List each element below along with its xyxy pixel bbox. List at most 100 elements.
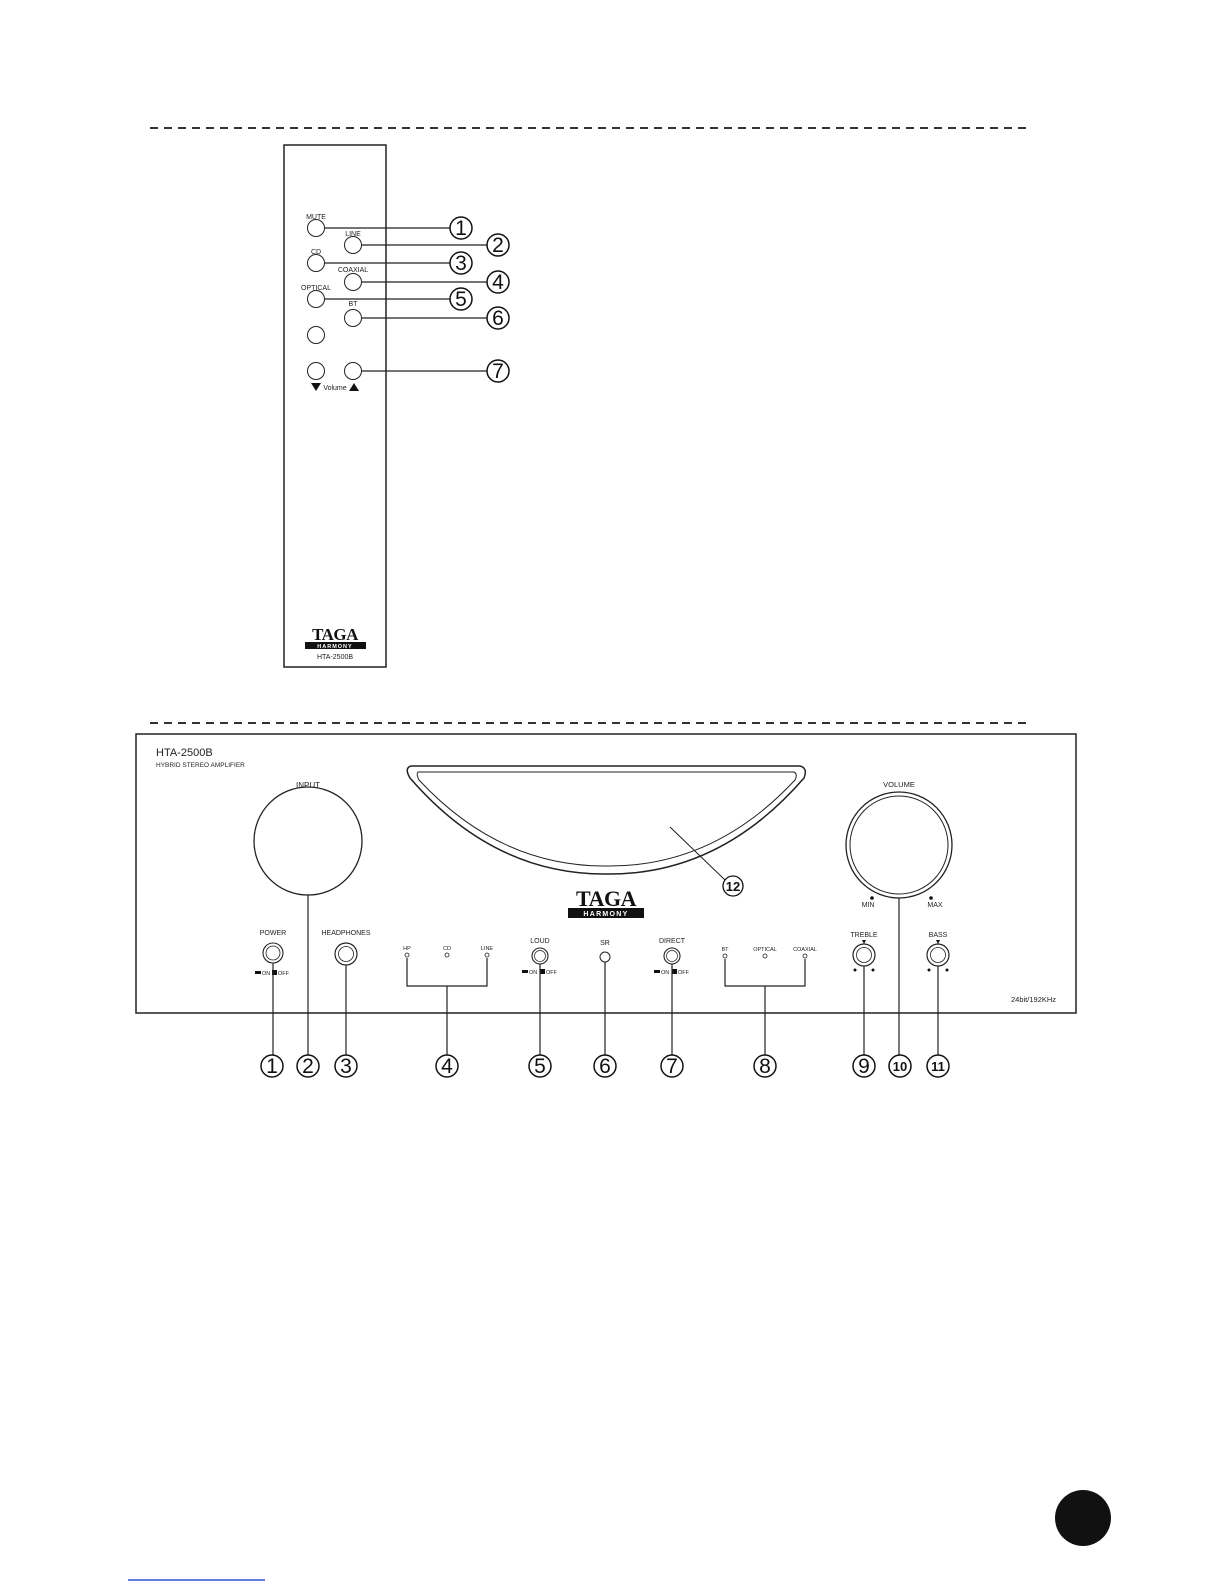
amp-callout-4: 4 <box>436 1055 458 1078</box>
volume-knob-label: VOLUME <box>883 780 915 789</box>
amp-callout-1: 1 <box>261 1055 283 1078</box>
remote-callout-7: 7 <box>487 360 509 383</box>
amp-callout-3: 3 <box>335 1055 357 1078</box>
remote-bt-button[interactable] <box>345 310 362 327</box>
bt-led-label: BT <box>721 947 729 953</box>
remote-unlabeled-button[interactable] <box>308 327 325 344</box>
remote-cd-button[interactable] <box>308 255 325 272</box>
treble-label: TREBLE <box>850 932 878 939</box>
bt-led <box>723 954 727 958</box>
optical-led-label: OPTICAL <box>753 947 777 953</box>
remote-callout-2: 2 <box>487 234 509 257</box>
amp-callout-11-text: 11 <box>931 1059 945 1074</box>
spec-label: 24bit/192KHz <box>1011 995 1056 1004</box>
remote-callout-4: 4 <box>487 271 509 294</box>
amp-callout-8-text: 8 <box>759 1055 771 1078</box>
remote-callout-2-text: 2 <box>492 234 504 257</box>
amp-callout-9: 9 <box>853 1055 875 1078</box>
display-callout-12: 12 <box>723 876 743 896</box>
amp-callout-8: 8 <box>754 1055 776 1078</box>
remote-bt-label: BT <box>349 301 359 308</box>
direct-on-icon <box>654 970 660 973</box>
loud-off-label: OFF <box>546 970 558 976</box>
bass-label: BASS <box>929 932 948 939</box>
amplifier-subtitle: HYBRID STEREO AMPLIFIER <box>156 762 245 769</box>
amplifier-taga-logo: TAGA HARMONY <box>568 886 644 918</box>
optical-led <box>763 954 767 958</box>
amplifier-front-panel: HTA-2500B HYBRID STEREO AMPLIFIER INPUT … <box>136 734 1076 1078</box>
coaxial-led <box>803 954 807 958</box>
loud-label: LOUD <box>530 938 549 945</box>
direct-label: DIRECT <box>659 938 686 945</box>
remote-volume-down-button[interactable] <box>308 363 325 380</box>
loud-off-icon <box>540 969 545 974</box>
max-dot <box>929 896 933 900</box>
remote-callout-4-text: 4 <box>492 271 504 294</box>
treble-plus-dot <box>872 969 875 972</box>
amp-callout-4-text: 4 <box>441 1055 453 1078</box>
amp-callout-6-text: 6 <box>599 1055 611 1078</box>
input-knob[interactable] <box>254 787 362 895</box>
bass-minus-dot <box>928 969 931 972</box>
remote-callout-6-text: 6 <box>492 307 504 330</box>
amp-callout-7-text: 7 <box>666 1055 678 1078</box>
amp-callout-11: 11 <box>927 1055 949 1077</box>
remote-callout-1-text: 1 <box>455 217 467 240</box>
amp-callout-10-text: 10 <box>893 1059 907 1074</box>
line-led <box>485 953 489 957</box>
bass-plus-dot <box>946 969 949 972</box>
amplifier-logo-brand: TAGA <box>576 886 637 911</box>
amp-callout-9-text: 9 <box>858 1055 870 1078</box>
remote-callout-3: 3 <box>450 252 472 275</box>
amplifier-model: HTA-2500B <box>156 747 213 759</box>
volume-knob-outer[interactable] <box>846 792 952 898</box>
remote-callout-3-text: 3 <box>455 252 467 275</box>
hp-led-label: HP <box>403 946 411 952</box>
amp-callout-3-text: 3 <box>340 1055 352 1078</box>
remote-callout-5-text: 5 <box>455 288 467 311</box>
cd-led <box>445 953 449 957</box>
remote-optical-button[interactable] <box>308 291 325 308</box>
amp-callout-5-text: 5 <box>534 1055 546 1078</box>
remote-line-button[interactable] <box>345 237 362 254</box>
power-label: POWER <box>260 930 286 937</box>
amplifier-logo-sub: HARMONY <box>583 911 628 918</box>
amp-callout-2-text: 2 <box>302 1055 314 1078</box>
remote-callout-1: 1 <box>450 217 472 240</box>
amp-callout-7: 7 <box>661 1055 683 1078</box>
page-number-marker <box>1055 1490 1111 1546</box>
volume-min-label: MIN <box>862 902 875 909</box>
remote-model-label: HTA-2500B <box>317 654 353 661</box>
display-callout-12-text: 12 <box>726 879 740 894</box>
coaxial-led-label: COAXIAL <box>793 947 817 953</box>
loud-on-icon <box>522 970 528 973</box>
loud-on-label: ON <box>529 970 537 976</box>
min-dot <box>870 896 874 900</box>
sr-label: SR <box>600 940 610 947</box>
remote-callout-5: 5 <box>450 288 472 311</box>
remote-callout-7-text: 7 <box>492 360 504 383</box>
direct-off-icon <box>672 969 677 974</box>
power-on-label: ON <box>262 971 270 977</box>
power-on-icon <box>255 971 261 974</box>
line-led-label: LINE <box>481 946 494 952</box>
remote-callout-6: 6 <box>487 307 509 330</box>
remote-logo-brand: TAGA <box>312 625 359 644</box>
amp-callout-5: 5 <box>529 1055 551 1078</box>
remote-body <box>284 145 386 667</box>
amp-callout-10: 10 <box>889 1055 911 1077</box>
power-off-label: OFF <box>278 971 290 977</box>
direct-off-label: OFF <box>678 970 690 976</box>
remote-coaxial-button[interactable] <box>345 274 362 291</box>
direct-on-label: ON <box>661 970 669 976</box>
treble-minus-dot <box>854 969 857 972</box>
remote-volume-label: Volume <box>323 385 346 392</box>
remote-volume-up-button[interactable] <box>345 363 362 380</box>
hp-led <box>405 953 409 957</box>
cd-led-label: CD <box>443 946 451 952</box>
remote-control: MUTE LINE CD COAXIAL OPTICAL BT Volume <box>284 145 509 667</box>
amp-callout-6: 6 <box>594 1055 616 1078</box>
remote-mute-button[interactable] <box>308 220 325 237</box>
amp-callout-1-text: 1 <box>266 1055 278 1078</box>
